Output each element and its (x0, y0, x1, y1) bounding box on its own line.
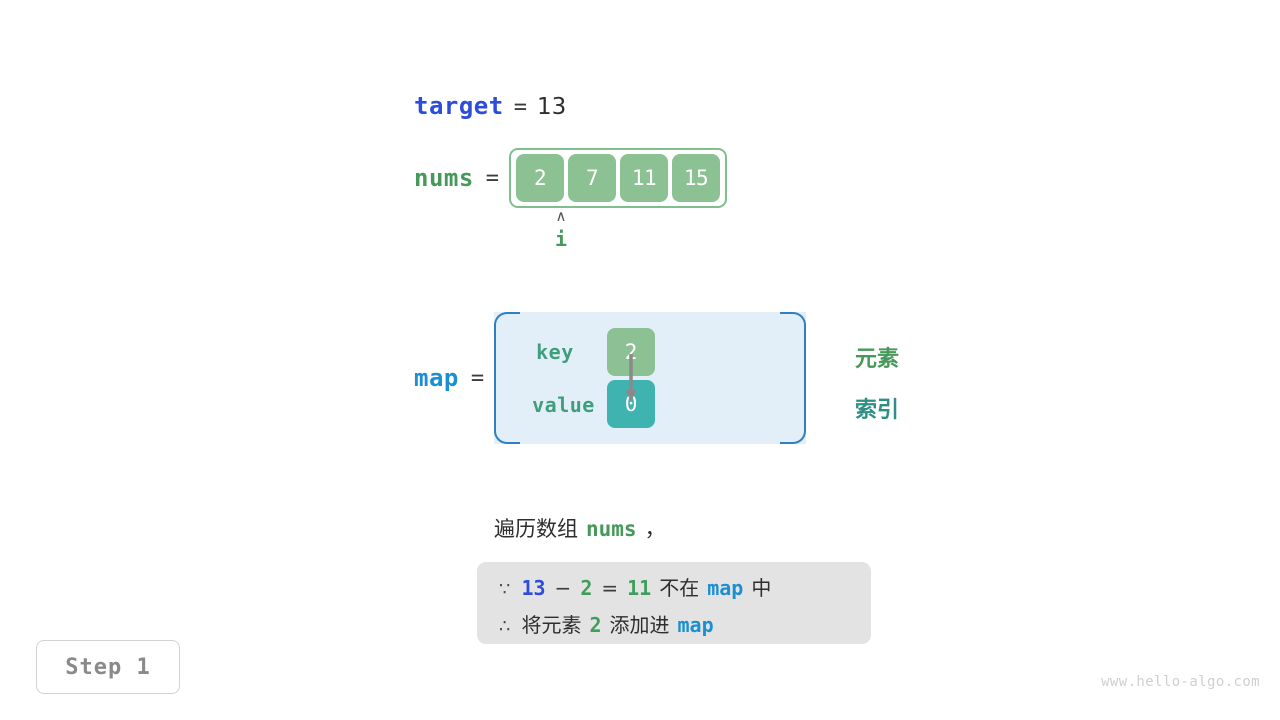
line1-result-value: 11 (627, 576, 652, 600)
map-row: map = key value 2 0 (414, 312, 807, 444)
line2-element-value: 2 (589, 613, 602, 637)
traverse-variable-name: nums (586, 517, 637, 541)
map-equals-sign: = (470, 365, 485, 391)
target-row: target = 13 (414, 92, 566, 120)
traverse-prefix-text: 遍历数组 (494, 517, 578, 541)
line2-middle-text: 添加进 (609, 613, 670, 637)
target-value: 13 (536, 94, 567, 120)
legend-index: 索引 (855, 398, 900, 423)
line1-end-text: 中 (751, 576, 772, 600)
index-variable-label: i (554, 227, 568, 251)
line1-middle-text: 不在 (659, 576, 700, 600)
map-key-label: key (536, 340, 574, 364)
map-bracket-left (494, 312, 521, 444)
traverse-suffix-text: ， (644, 517, 666, 541)
nums-equals-sign: = (485, 165, 500, 191)
nums-variable-label: nums (414, 164, 474, 192)
therefore-symbol: ∴ (499, 616, 511, 637)
explanation-line-2: ∴ 将元素 2 添加进 map (499, 609, 849, 646)
explanation-line-1: ∵ 13 − 2 = 11 不在 map 中 (499, 572, 849, 609)
array-cell: 7 (568, 154, 617, 202)
array-cell: 15 (672, 154, 721, 202)
because-symbol: ∵ (499, 579, 511, 600)
array-cell: 11 (620, 154, 669, 202)
map-contents: key value 2 0 (494, 312, 806, 444)
map-value-label: value (532, 393, 595, 417)
line2-map-keyword: map (677, 613, 714, 637)
watermark: www.hello-algo.com (1101, 674, 1260, 690)
target-equals-sign: = (513, 95, 527, 120)
line1-equals-sign: = (601, 576, 619, 600)
traverse-caption: 遍历数组 nums ， (494, 513, 666, 543)
map-variable-label: map (414, 364, 459, 392)
explanation-box: ∵ 13 − 2 = 11 不在 map 中 ∴ 将元素 2 添加进 map (477, 562, 871, 644)
caret-up-icon: ∧ (555, 207, 567, 225)
line1-target-value: 13 (521, 576, 546, 600)
legend-element: 元素 (855, 347, 900, 372)
map-bracket-right (780, 312, 807, 444)
step-badge: Step 1 (36, 640, 180, 694)
index-pointer: ∧ i (537, 208, 585, 254)
nums-array-container: 2 7 11 15 (509, 148, 728, 208)
line2-start-text: 将元素 (521, 613, 582, 637)
target-variable-label: target (414, 92, 504, 120)
nums-row: nums = 2 7 11 15 (414, 148, 728, 208)
line1-minus-sign: − (554, 576, 572, 600)
array-cell: 2 (516, 154, 565, 202)
line1-current-value: 2 (580, 576, 593, 600)
key-to-value-arrow-icon (625, 354, 637, 402)
map-container: key value 2 0 (494, 312, 807, 444)
line1-map-keyword: map (707, 576, 744, 600)
